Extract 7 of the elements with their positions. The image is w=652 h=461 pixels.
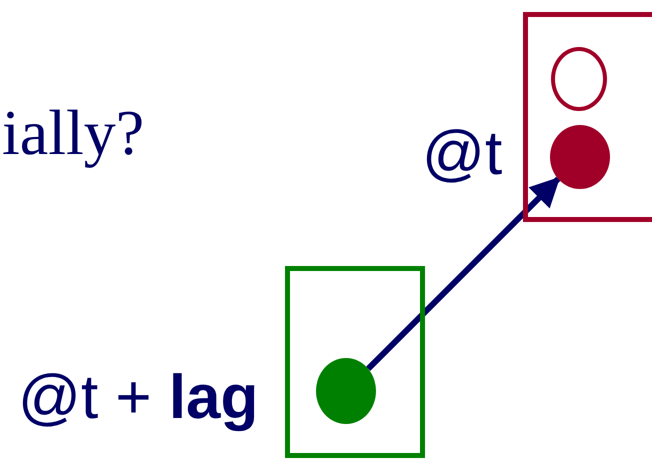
question-text: ially? bbox=[2, 96, 144, 170]
arrow bbox=[366, 176, 560, 371]
time-label: @t + lag bbox=[18, 362, 258, 433]
outline-box bbox=[285, 266, 425, 458]
outline-box bbox=[523, 12, 652, 222]
hollow-circle bbox=[551, 47, 607, 111]
time-label: @t bbox=[422, 118, 502, 189]
